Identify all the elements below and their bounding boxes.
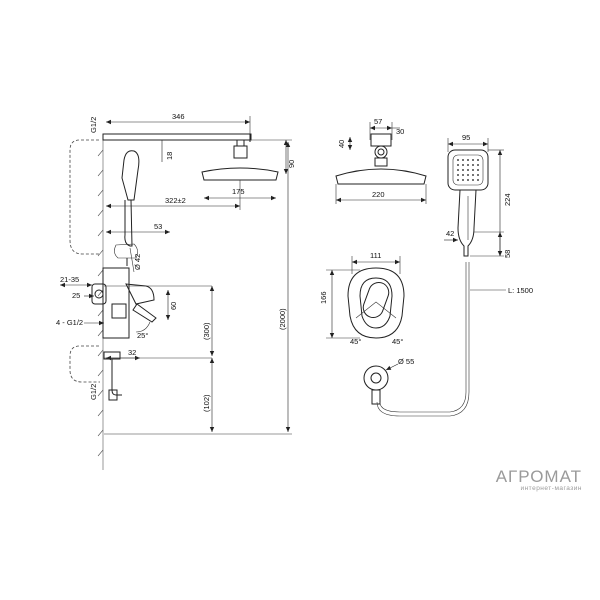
mixer-plate-front-view: 111 166 45° 45°	[319, 251, 405, 346]
dim-42: 42	[446, 229, 454, 238]
dim-60: 60	[169, 302, 178, 310]
side-view: 346 18 90 175 322±2 53 G1/2 Ø 42 21-35 2…	[56, 112, 296, 470]
slide-bar	[69, 139, 100, 383]
dim-175: 175	[232, 187, 245, 196]
dim-90: 90	[287, 160, 296, 168]
dim-21-35: 21-35	[60, 275, 79, 284]
dim-95: 95	[462, 133, 470, 142]
dim-2000: (2000)	[278, 308, 287, 330]
label-bottom-g12: G1/2	[89, 384, 98, 400]
wall-outlet-front-view: Ø 55	[363, 357, 414, 405]
rain-head-side	[201, 139, 279, 181]
dim-angle-45-right: 45°	[392, 337, 403, 346]
dim-30: 30	[396, 127, 404, 136]
shower-hose: L: 1500	[376, 262, 533, 417]
lower-outlet	[103, 351, 122, 401]
shower-arm	[102, 133, 252, 142]
dim-300: (300)	[202, 322, 211, 340]
dim-angle-25: 25°	[137, 331, 148, 340]
spray-nozzles	[457, 159, 479, 181]
dim-dia-42: Ø 42	[133, 254, 142, 270]
dim-166: 166	[319, 291, 328, 304]
dim-40: 40	[337, 140, 346, 148]
dim-224: 224	[503, 193, 512, 206]
label-4-g12: 4 - G1/2	[56, 318, 83, 327]
watermark-brand: АГРОМАТ	[495, 467, 582, 486]
dim-346: 346	[172, 112, 185, 121]
rain-head-front-view: 57 30 40 220	[335, 117, 427, 204]
dim-58: 58	[503, 250, 512, 258]
dim-53: 53	[154, 222, 162, 231]
label-hose-length: L: 1500	[508, 286, 533, 295]
dim-dia-55: Ø 55	[398, 357, 414, 366]
watermark: АГРОМАТ интернет-магазин	[496, 468, 582, 492]
dim-111: 111	[370, 251, 381, 260]
dim-322: 322±2	[165, 196, 186, 205]
dim-57: 57	[374, 117, 382, 126]
watermark-subtitle: интернет-магазин	[520, 485, 582, 492]
dim-32: 32	[128, 348, 136, 357]
dim-102: (102)	[202, 394, 211, 412]
dim-25: 25	[72, 291, 80, 300]
dim-angle-45-left: 45°	[350, 337, 361, 346]
label-top-g12: G1/2	[89, 117, 98, 133]
hand-shower-front-view: 95 224 58 42	[444, 133, 512, 258]
hand-shower-side	[114, 150, 140, 266]
dim-18: 18	[165, 152, 174, 160]
dim-220: 220	[372, 190, 385, 199]
